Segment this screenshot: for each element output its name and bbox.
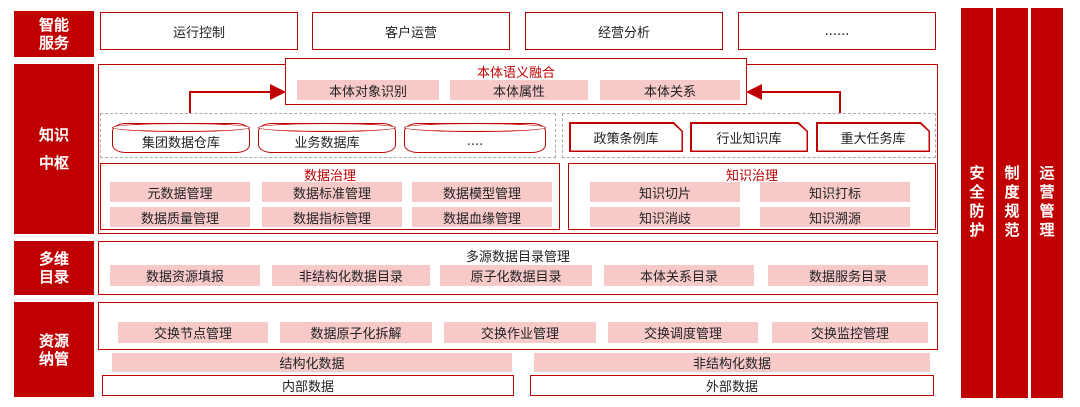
ontology-item: 本体属性 [450, 80, 588, 100]
catalog-item: 本体关系目录 [604, 265, 754, 286]
catalog-item: 数据服务目录 [768, 265, 928, 286]
data-governance-item: 元数据管理 [110, 182, 250, 202]
label-resource-mgmt: 资源 纳管 [14, 302, 94, 397]
regulation-bar: 制度规范 [996, 8, 1028, 398]
internal-data: 内部数据 [102, 375, 514, 396]
knowledge-store-doc: 政策条例库 [569, 122, 683, 152]
label-smart-service: 智能 服务 [14, 11, 94, 57]
operations-bar: 运营管理 [1031, 8, 1063, 398]
label-knowledge-hub: 知识 中枢 [14, 64, 94, 234]
catalog-item: 非结构化数据目录 [272, 265, 430, 286]
data-governance-item: 数据指标管理 [262, 207, 402, 227]
ontology-item: 本体对象识别 [297, 80, 439, 100]
knowledge-governance-item: 知识切片 [590, 182, 740, 202]
service-box-2: 客户运营 [312, 12, 510, 50]
service-box-4: ...... [738, 12, 936, 50]
knowledge-store-doc: 重大任务库 [816, 122, 930, 152]
ontology-title: 本体语义融合 [476, 66, 555, 81]
data-governance-item: 数据标准管理 [262, 182, 402, 202]
knowledge-governance-title: 知识治理 [725, 169, 778, 184]
data-governance-item: 数据质量管理 [110, 207, 250, 227]
catalog-item: 原子化数据目录 [440, 265, 592, 286]
security-bar: 安全防护 [961, 8, 993, 398]
label-multi-catalog: 多维 目录 [14, 241, 94, 295]
data-governance-item: 数据模型管理 [412, 182, 552, 202]
unstructured-data: 非结构化数据 [534, 353, 930, 372]
knowledge-store-group [562, 113, 936, 158]
ontology-item: 本体关系 [600, 80, 740, 100]
knowledge-governance-item: 知识消歧 [590, 207, 740, 227]
data-store-db: 业务数据库 [258, 123, 396, 153]
external-data: 外部数据 [530, 375, 934, 396]
service-box-1: 运行控制 [100, 12, 298, 50]
data-store-db: 集团数据仓库 [112, 123, 250, 153]
exchange-item: 交换调度管理 [608, 322, 758, 343]
structured-data: 结构化数据 [112, 353, 512, 372]
data-store-db: .... [404, 123, 546, 153]
data-store-group [100, 113, 556, 158]
exchange-item: 数据原子化拆解 [280, 322, 432, 343]
knowledge-governance-item: 知识打标 [760, 182, 910, 202]
data-governance-title: 数据治理 [303, 169, 356, 184]
knowledge-governance-item: 知识溯源 [760, 207, 910, 227]
service-box-3: 经营分析 [525, 12, 723, 50]
exchange-item: 交换监控管理 [772, 322, 928, 343]
data-governance-item: 数据血缘管理 [412, 207, 552, 227]
catalog-title: 多源数据目录管理 [465, 250, 570, 265]
exchange-item: 交换作业管理 [444, 322, 596, 343]
exchange-item: 交换节点管理 [118, 322, 268, 343]
catalog-item: 数据资源填报 [110, 265, 260, 286]
knowledge-store-doc: 行业知识库 [690, 122, 808, 152]
